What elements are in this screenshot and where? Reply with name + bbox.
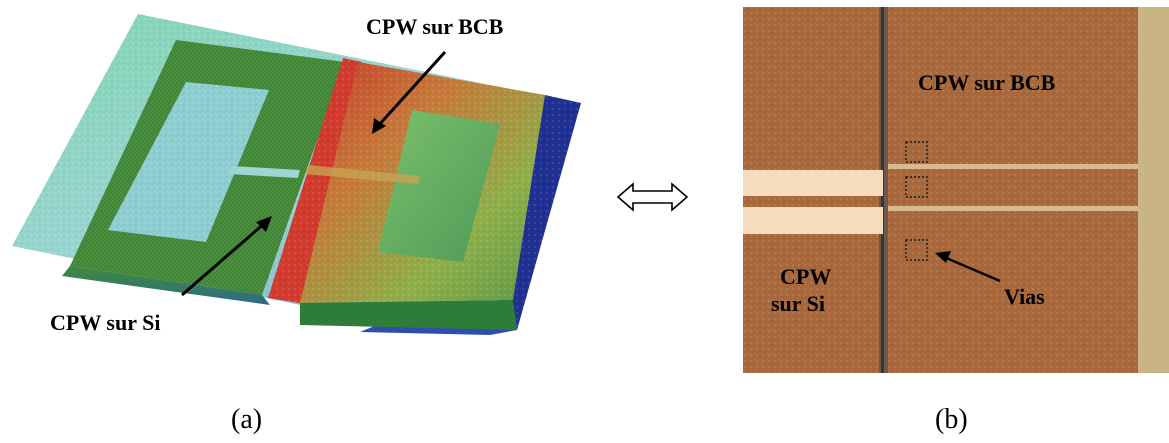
via-bottom (905, 239, 928, 261)
arrow-si (181, 216, 272, 297)
label-vias: Vias (1004, 284, 1045, 309)
label-cpw-bcb-b: CPW sur BCB (918, 70, 1056, 95)
caption-a: (a) (231, 404, 263, 435)
via-top (905, 141, 928, 163)
via-middle (905, 176, 928, 198)
label-cpw-si-b-line1: CPW (780, 264, 832, 289)
optical-micrograph (743, 7, 1169, 373)
equivalence-double-arrow (616, 182, 689, 212)
label-cpw-si-a: CPW sur Si (50, 310, 161, 335)
label-cpw-bcb-a: CPW sur BCB (366, 14, 504, 39)
label-cpw-si-b-line2: sur Si (771, 291, 826, 316)
arrow-vias (935, 251, 1001, 283)
caption-b: (b) (935, 404, 968, 435)
cpw-si-frame (62, 40, 345, 305)
bcb-block (268, 58, 545, 330)
arrow-bcb (372, 50, 447, 134)
